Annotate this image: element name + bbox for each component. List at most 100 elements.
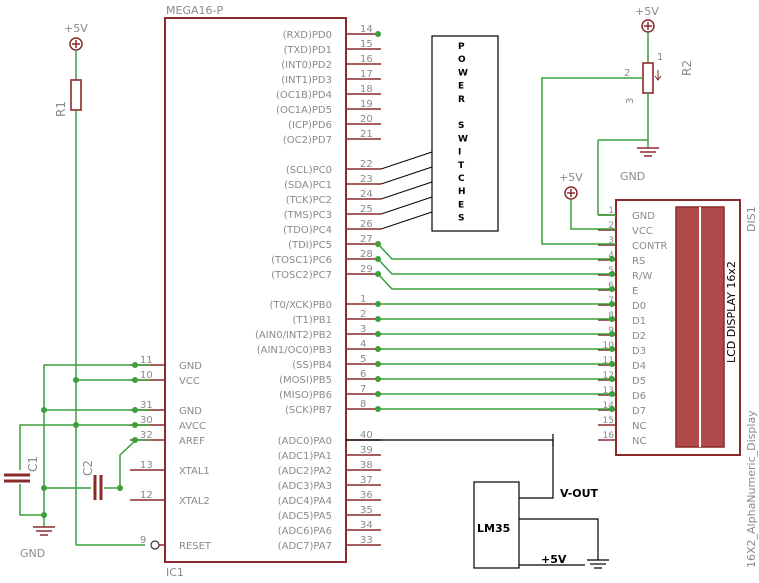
bus-wire — [377, 258, 612, 275]
mcu-pin-number: 11 — [140, 355, 153, 366]
mcu-pin-label: (T0/XCK)PB0 — [269, 300, 332, 311]
lcd-pin-number: 15 — [603, 416, 614, 426]
lcd-pin-label: D6 — [632, 391, 646, 402]
mcu-pin-label: (AIN0/INT2)PB2 — [255, 330, 332, 341]
mcu-pin-number: 15 — [360, 39, 373, 50]
bus-junction — [375, 241, 381, 247]
bus-junction — [375, 331, 381, 337]
power-switches-letter: W — [458, 134, 468, 144]
lcd-pin-number: 2 — [608, 221, 614, 231]
mcu-pin-label: (SDA)PC1 — [284, 180, 332, 191]
mcu-pin-label: (AIN1/OC0)PB3 — [257, 345, 332, 356]
mcu-pin-label: (ICP)PD6 — [288, 120, 332, 131]
c1-top-wire — [19, 424, 76, 470]
mcu-pin-number: 27 — [360, 234, 373, 245]
mcu-pin-number: 33 — [360, 535, 373, 546]
bus-wire — [377, 273, 612, 290]
power-switch-wire — [380, 166, 433, 185]
mcu-pin-label: (RXD)PD0 — [283, 30, 332, 41]
junction-dot — [73, 422, 79, 428]
power-switches-letter: R — [458, 95, 465, 105]
lcd-pin-number: 5 — [608, 266, 614, 276]
power-switch-wires — [380, 151, 433, 230]
mcu-pin-label: XTAL1 — [179, 466, 210, 477]
lm35-sensor: LM35 V-OUT +5V — [346, 434, 609, 569]
mcu-left-pins: GND11VCC10GND31AVCC30AREF32XTAL113XTAL21… — [130, 355, 212, 552]
bus-junction — [609, 346, 615, 352]
mcu-ref: IC1 — [166, 566, 184, 579]
lcd-supply: +5V — [559, 171, 616, 230]
lcd-body — [615, 199, 741, 456]
bus-junction — [375, 361, 381, 367]
r1-supply-label: +5V — [64, 22, 88, 35]
junction-dot — [41, 407, 47, 413]
mcu-pin-label: (ADC1)PA1 — [278, 451, 332, 462]
lcd-module: LCD DISPLAY 16x2 DIS1 16X2_AlphaNumeric_… — [598, 199, 758, 568]
lcd-pin-number: 6 — [608, 281, 614, 291]
bus-junction — [375, 406, 381, 412]
lcd-pin-label: NC — [632, 421, 646, 432]
lcd-pin-label: NC — [632, 436, 646, 447]
mcu-pin-label: (ADC2)PA2 — [278, 466, 332, 477]
lcd-pin-label: D0 — [632, 301, 646, 312]
lcd-pin-number: 4 — [608, 251, 614, 261]
mcu-pin-label: (TDO)PC4 — [283, 225, 332, 236]
lm35-vout-label: V-OUT — [560, 487, 599, 500]
mcu-pin-number: 35 — [360, 505, 373, 516]
mcu-pin-number: 32 — [140, 430, 153, 441]
mcu-part-name: MEGA16-P — [166, 4, 223, 17]
power-switches-letter: W — [458, 68, 468, 78]
bus-junction — [375, 391, 381, 397]
mcu-pin-label: GND — [179, 406, 202, 417]
mcu-pin-number: 36 — [360, 490, 373, 501]
lcd-pin-number: 1 — [608, 206, 614, 216]
lcd-pin-label: D3 — [632, 346, 646, 357]
lm35-body — [473, 481, 520, 569]
mcu-pin-number: 34 — [360, 520, 373, 531]
gnd-wire-11 — [43, 364, 150, 515]
power-switches-letter: E — [458, 82, 464, 92]
power-switches-letter: C — [458, 174, 465, 184]
mcu-pin-label: (INT0)PD2 — [281, 60, 332, 71]
lcd-pin-number: 16 — [603, 431, 615, 441]
power-switches-letter: P — [458, 42, 465, 52]
power-switch-wire — [380, 211, 433, 230]
bus-junction — [375, 271, 381, 277]
mcu-pin-number: 9 — [140, 535, 146, 546]
mcu-pin-label: (ADC3)PA3 — [278, 481, 332, 492]
mcu-pin-label: AREF — [179, 436, 205, 447]
bus-junction — [609, 271, 615, 277]
lcd-pin-label: D5 — [632, 376, 646, 387]
power-switches-letter: E — [458, 200, 464, 210]
mcu-pin-label: (TXD)PD1 — [283, 45, 332, 56]
mcu-pin-label: (TDI)PC5 — [288, 240, 332, 251]
junction-dot — [132, 407, 138, 413]
lcd-part-name: 16X2_AlphaNumeric_Display — [745, 410, 758, 568]
junction-dot — [132, 437, 138, 443]
mcu-pin-label: (TMS)PC3 — [284, 210, 332, 221]
mcu-pin-number: 16 — [360, 54, 373, 65]
lm35-supply-label: +5V — [541, 553, 567, 566]
resistor-r1: +5V R1 — [54, 22, 88, 545]
mcu-pin-label: (SS)PB4 — [292, 360, 332, 371]
mcu-pin-label: (INT1)PD3 — [281, 75, 332, 86]
r2-arrow-head — [654, 75, 662, 81]
mcu-pin-number: 31 — [140, 400, 153, 411]
r2-pin-top: 1 — [657, 52, 663, 63]
mcu-pin-label: RESET — [179, 541, 212, 552]
mcu-pin-label: GND — [179, 361, 202, 372]
mcu-pin-number: 37 — [360, 475, 373, 486]
junction-dot — [73, 377, 79, 383]
r2-body — [642, 62, 654, 94]
mcu-pin-number: 5 — [360, 354, 366, 365]
bus-junction — [609, 301, 615, 307]
lcd-pin-label: D2 — [632, 331, 646, 342]
power-switches-letter: I — [458, 148, 461, 158]
mcu-pin-number: 13 — [140, 460, 153, 471]
mcu-pin-number: 18 — [360, 84, 373, 95]
power-switches-box — [431, 35, 499, 232]
bus-junction — [609, 331, 615, 337]
lcd-ref: DIS1 — [745, 206, 758, 232]
